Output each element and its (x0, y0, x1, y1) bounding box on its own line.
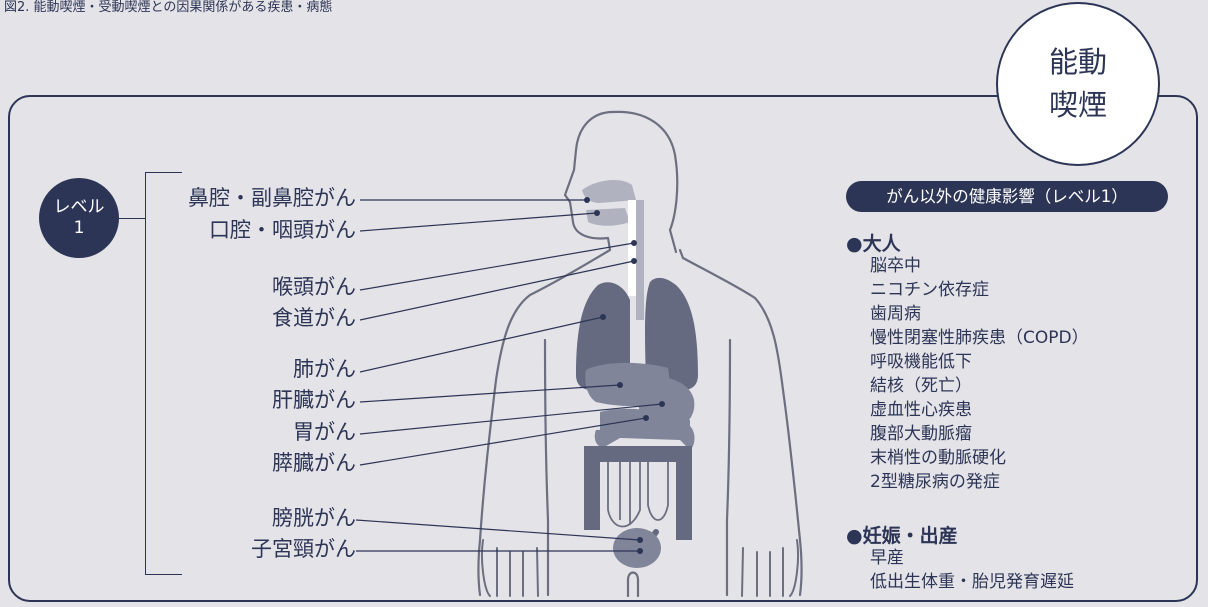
cancer-label-nasal: 鼻腔・副鼻腔がん (188, 185, 356, 211)
leader-dot-oral (594, 210, 600, 216)
leader-line-lung (360, 317, 603, 372)
colon (584, 446, 692, 540)
leader-dot-lung (600, 314, 606, 320)
cancer-bracket (145, 172, 182, 575)
leader-dot-esophagus (631, 258, 637, 264)
leader-line-oral (360, 213, 597, 231)
bladder (613, 528, 661, 568)
list-item: 結核（死亡） (870, 374, 1089, 398)
leader-dot-stomach (659, 401, 665, 407)
cancer-label-lung: 肺がん (293, 356, 356, 382)
adult-section-title: ●大人 (846, 229, 901, 256)
list-item: 虚血性心疾患 (870, 398, 1089, 422)
pregnancy-effects-list: 早産 低出生体重・胎児発育遅延 (870, 546, 1074, 594)
left-inner-arm (545, 340, 548, 595)
left-hand (482, 540, 538, 596)
cancer-label-esophagus: 食道がん (272, 305, 356, 331)
list-item: 歯周病 (870, 302, 1089, 326)
leader-dot-pancreas (643, 415, 649, 421)
esophagus (636, 200, 644, 320)
body-outline (479, 112, 802, 595)
adult-effects-list: 脳卒中 ニコチン依存症 歯周病 慢性閉塞性肺疾患（COPD） 呼吸機能低下 結核… (870, 254, 1089, 494)
cancer-label-liver: 肝臓がん (272, 387, 356, 413)
leader-dot-larynx (631, 240, 637, 246)
nasal-cavity (582, 180, 636, 203)
list-item: 脳卒中 (870, 254, 1089, 278)
cancer-label-bladder: 膀胱がん (272, 505, 356, 531)
small-intestine (608, 462, 668, 527)
level-badge-number: 1 (74, 218, 85, 239)
oral-cavity (586, 208, 630, 226)
list-item: 呼吸機能低下 (870, 350, 1089, 374)
cancer-label-cervix: 子宮頸がん (251, 536, 356, 562)
cancer-label-pancreas: 膵臓がん (272, 450, 356, 476)
list-item: 早産 (870, 546, 1074, 570)
list-item: 末梢性の動脈硬化 (870, 446, 1089, 470)
leader-dot-cervix (637, 548, 643, 554)
level-badge-label: レベル (54, 197, 105, 218)
other-effects-header: がん以外の健康影響（レベル1） (846, 181, 1168, 212)
list-item: 腹部大動脈瘤 (870, 422, 1089, 446)
leader-line-liver (360, 385, 620, 402)
pregnancy-section-title: ●妊娠・出産 (846, 521, 958, 548)
cancer-label-oral-pharynx: 口腔・咽頭がん (209, 217, 356, 243)
list-item: 低出生体重・胎児発育遅延 (870, 570, 1074, 594)
level-1-badge: レベル 1 (39, 178, 119, 258)
legs (628, 573, 638, 597)
list-item: 慢性閉塞性肺疾患（COPD） (870, 326, 1089, 350)
right-hand (742, 540, 798, 596)
right-inner-arm (727, 340, 730, 595)
list-item: 2型糖尿病の発症 (870, 470, 1089, 494)
leader-dot-bladder (637, 537, 643, 543)
list-item: ニコチン依存症 (870, 278, 1089, 302)
leader-dot-liver (617, 382, 623, 388)
cancer-label-larynx: 喉頭がん (272, 274, 356, 300)
bracket-connector (119, 218, 146, 219)
cancer-label-stomach: 胃がん (293, 419, 356, 445)
leader-dot-nasal (584, 197, 590, 203)
leader-line-larynx (360, 243, 634, 290)
